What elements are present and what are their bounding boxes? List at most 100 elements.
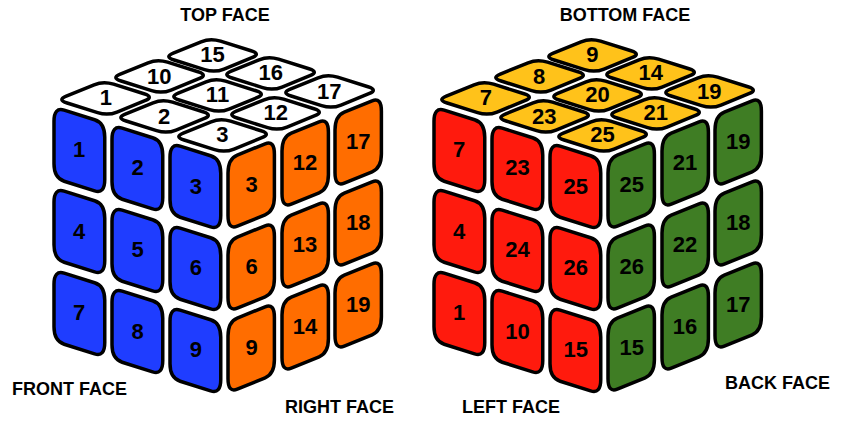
sticker-number: 14 [639, 62, 663, 84]
sticker-number: 3 [216, 124, 228, 146]
sticker-number: 26 [564, 257, 588, 279]
right-sticker: 19 [332, 257, 384, 353]
sticker-number: 17 [317, 81, 341, 103]
sticker-shape [54, 272, 105, 354]
front-sticker: 9 [167, 304, 224, 397]
front-sticker: 8 [109, 285, 166, 378]
sticker-shape [434, 191, 485, 273]
sticker-shape [335, 263, 381, 347]
sticker-shape [282, 121, 328, 205]
left-sticker: 10 [489, 285, 546, 378]
sticker-number: 15 [564, 339, 588, 361]
sticker-shape [54, 191, 105, 273]
sticker-shape [608, 143, 654, 227]
sticker-number: 11 [206, 84, 229, 106]
sticker-number: 25 [619, 174, 643, 196]
face-label: RIGHT FACE [285, 398, 394, 418]
sticker-number: 3 [246, 174, 258, 196]
sticker-number: 21 [644, 102, 668, 124]
sticker-number: 12 [293, 152, 317, 174]
back-sticker: 16 [659, 279, 711, 375]
right-sticker: 9 [225, 300, 277, 396]
sticker-number: 22 [673, 234, 697, 256]
back-sticker: 19 [712, 94, 764, 190]
sticker-shape [282, 203, 328, 287]
left-sticker: 4 [431, 185, 488, 278]
sticker-shape [170, 146, 221, 228]
sticker-number: 19 [346, 294, 370, 316]
sticker-number: 14 [293, 316, 317, 338]
sticker-shape [608, 225, 654, 309]
sticker-number: 8 [533, 66, 545, 88]
sticker-number: 17 [726, 294, 750, 316]
sticker-number: 1 [453, 302, 465, 324]
sticker-number: 6 [246, 256, 258, 278]
face-label: FRONT FACE [12, 380, 127, 400]
sticker-number: 1 [73, 139, 85, 161]
sticker-shape [715, 100, 761, 184]
sticker-number: 5 [131, 239, 143, 261]
sticker-number: 9 [586, 44, 598, 66]
right-sticker: 13 [279, 197, 331, 293]
front-sticker: 4 [51, 185, 108, 278]
back-sticker: 22 [659, 197, 711, 293]
sticker-shape [170, 309, 221, 391]
sticker-number: 16 [673, 316, 697, 338]
sticker-shape [170, 227, 221, 309]
sticker-shape [492, 127, 543, 209]
sticker-number: 21 [673, 152, 697, 174]
front-sticker: 2 [109, 122, 166, 215]
sticker-number: 19 [697, 81, 721, 103]
sticker-number: 19 [726, 131, 750, 153]
face-label: BOTTOM FACE [560, 6, 691, 26]
sticker-shape [715, 181, 761, 265]
right-sticker: 12 [279, 115, 331, 211]
sticker-shape [112, 291, 163, 373]
back-sticker: 15 [605, 300, 657, 396]
sticker-number: 16 [259, 62, 283, 84]
sticker-number: 17 [346, 131, 370, 153]
sticker-shape [662, 121, 708, 205]
front-sticker: 7 [51, 267, 108, 360]
sticker-number: 7 [453, 139, 465, 161]
sticker-number: 25 [564, 176, 588, 198]
sticker-shape [550, 227, 601, 309]
sticker-number: 2 [131, 157, 143, 179]
right-sticker: 3 [225, 137, 277, 233]
sticker-shape [228, 306, 274, 390]
sticker-number: 8 [131, 321, 143, 343]
sticker-shape [228, 225, 274, 309]
sticker-number: 7 [480, 87, 492, 109]
front-sticker: 5 [109, 204, 166, 297]
sticker-number: 9 [190, 339, 202, 361]
front-sticker: 6 [167, 222, 224, 315]
sticker-number: 26 [619, 256, 643, 278]
left-sticker: 26 [547, 222, 604, 315]
sticker-number: 3 [190, 176, 202, 198]
sticker-shape [434, 109, 485, 191]
face-label: LEFT FACE [462, 398, 560, 418]
front-sticker: 3 [167, 140, 224, 233]
sticker-number: 4 [73, 221, 85, 243]
back-sticker: 26 [605, 219, 657, 315]
sticker-shape [662, 285, 708, 369]
right-sticker: 14 [279, 279, 331, 375]
sticker-number: 10 [147, 66, 171, 88]
face-label: TOP FACE [180, 6, 269, 26]
sticker-number: 6 [190, 257, 202, 279]
back-sticker: 17 [712, 257, 764, 353]
back-sticker: 21 [659, 115, 711, 211]
sticker-shape [608, 306, 654, 390]
left-sticker: 24 [489, 204, 546, 297]
sticker-number: 18 [346, 212, 370, 234]
sticker-shape [282, 285, 328, 369]
sticker-number: 25 [590, 124, 614, 146]
sticker-shape [54, 109, 105, 191]
back-sticker: 25 [605, 137, 657, 233]
left-sticker: 15 [547, 304, 604, 397]
sticker-number: 13 [293, 234, 317, 256]
sticker-number: 9 [246, 337, 258, 359]
right-sticker: 18 [332, 175, 384, 271]
sticker-shape [550, 146, 601, 228]
